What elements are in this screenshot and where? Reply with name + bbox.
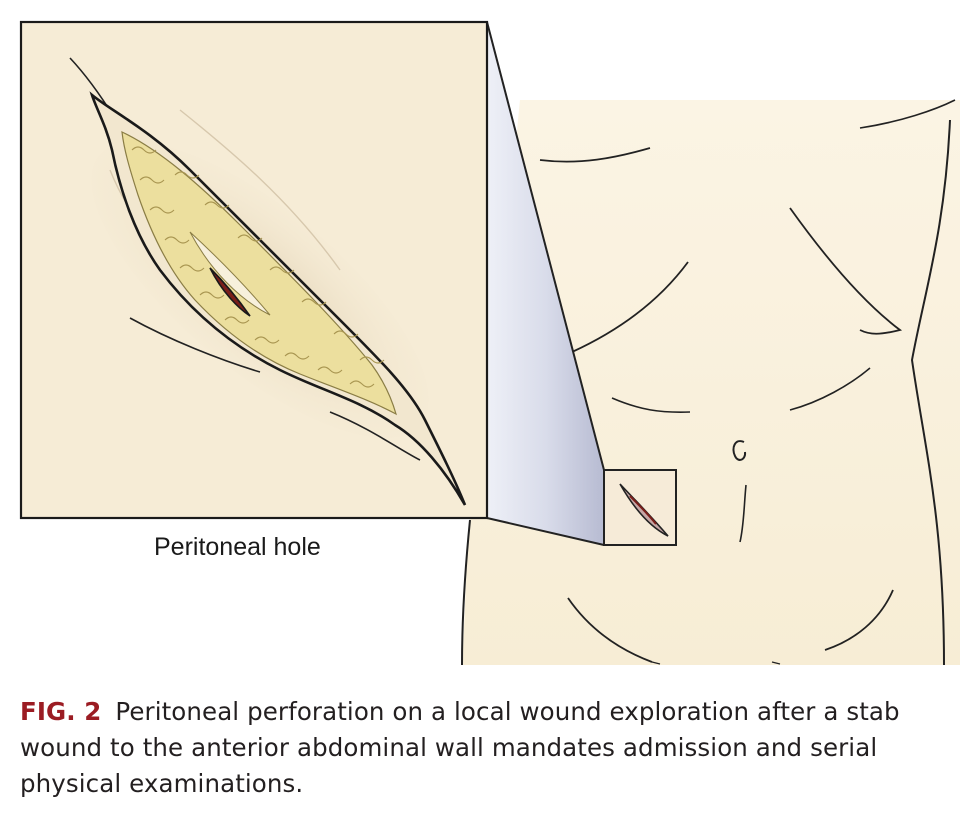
- fat-layer: [121, 130, 397, 416]
- inset-label: Peritoneal hole: [154, 533, 321, 561]
- callout-projection: [486, 21, 605, 546]
- figure-caption: FIG. 2 Peritoneal perforation on a local…: [20, 694, 940, 802]
- inset-magnified-wound: [19, 20, 489, 520]
- peritoneal-hole: [209, 267, 251, 317]
- abdominal-wound-illustration: [19, 20, 960, 666]
- figure-number: FIG. 2: [20, 697, 102, 726]
- navel-icon: [732, 440, 747, 461]
- caption-text: Peritoneal perforation on a local wound …: [20, 697, 900, 798]
- wound-location-box: [603, 469, 677, 546]
